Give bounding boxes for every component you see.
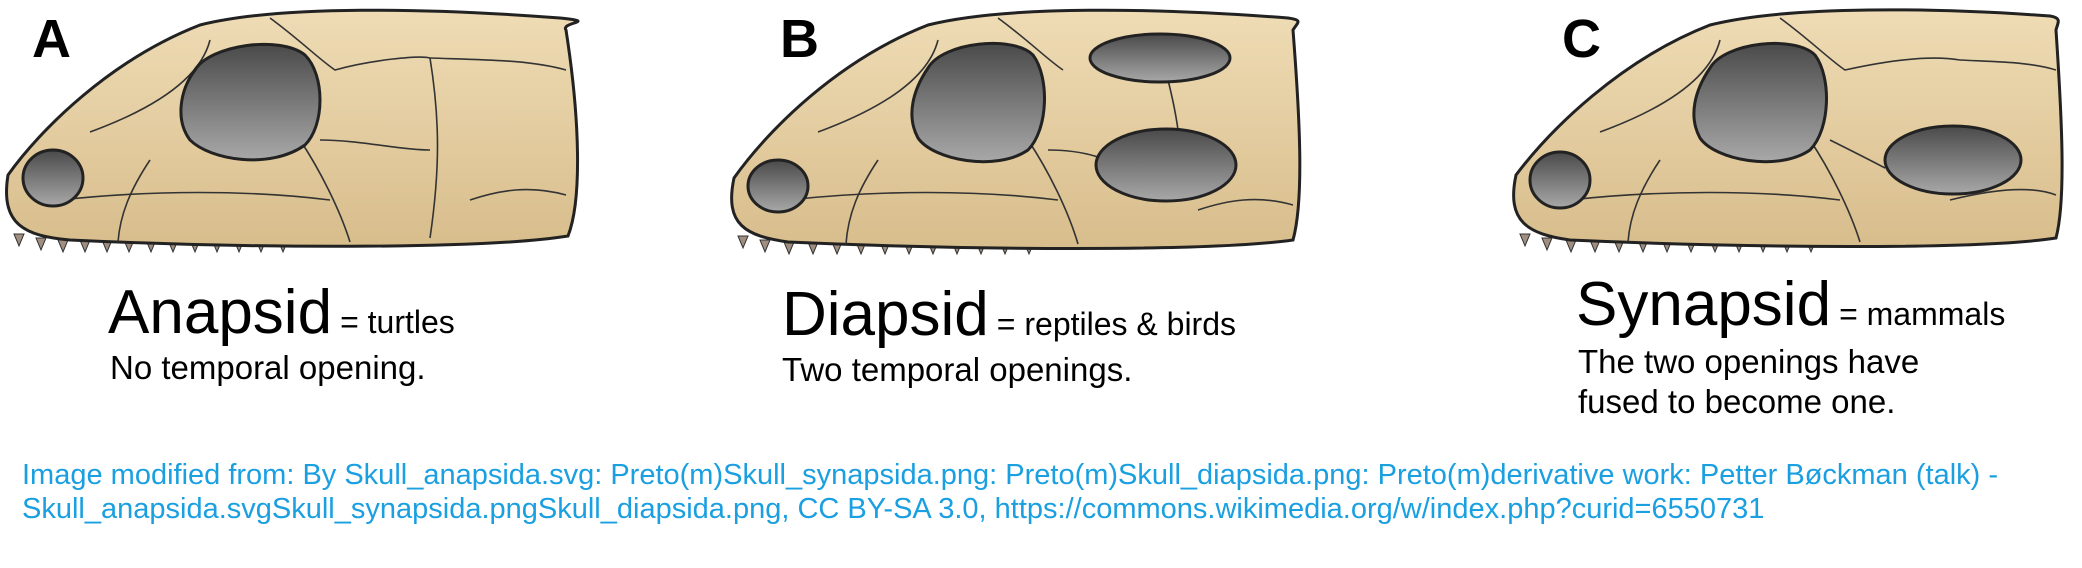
synapsid-skull-illustration	[1512, 8, 2064, 254]
group-name: Synapsid	[1576, 270, 1832, 339]
description-line: The two openings have	[1578, 343, 1920, 380]
description-line: No temporal opening.	[110, 349, 426, 386]
nasal-opening	[1528, 150, 1592, 210]
panel-letter: A	[32, 9, 71, 69]
panel-letter: C	[1562, 9, 1601, 69]
nasal-opening	[21, 148, 85, 208]
group-equivalent: = reptiles & birds	[996, 306, 1236, 342]
group-equivalent: = turtles	[340, 304, 455, 340]
skull-sutures	[59, 17, 567, 243]
panel-title: Anapsid= turtles	[108, 282, 455, 344]
anapsid-skull-illustration	[5, 8, 580, 254]
fused-temporal-opening	[1883, 124, 2023, 196]
description-line: fused to become one.	[1578, 383, 1896, 420]
panel-title: Synapsid= mammals	[1576, 274, 2005, 336]
panel-synapsid: C Synapsid= mammals The two openings hav…	[1510, 0, 2082, 430]
panel-anapsid: A Anapsid= turtles No temporal opening.	[0, 0, 700, 430]
skull-sutures	[1569, 17, 2057, 243]
panel-description: Two temporal openings.	[782, 350, 1132, 390]
diapsid-skull-illustration	[730, 8, 1302, 256]
panel-description: The two openings have fused to become on…	[1578, 342, 1919, 422]
description-line: Two temporal openings.	[782, 351, 1133, 388]
group-equivalent: = mammals	[1839, 296, 2006, 332]
group-name: Anapsid	[108, 278, 333, 347]
group-name: Diapsid	[782, 280, 989, 349]
orbit-opening	[910, 41, 1046, 164]
panel-description: No temporal opening.	[110, 348, 426, 388]
image-credit: Image modified from: By Skull_anapsida.s…	[22, 459, 1999, 525]
panel-title: Diapsid= reptiles & birds	[782, 284, 1236, 346]
nasal-opening	[746, 158, 810, 214]
lower-temporal-opening	[1094, 127, 1238, 203]
panel-letter: B	[780, 9, 819, 69]
orbit-opening	[179, 42, 322, 162]
upper-temporal-opening	[1088, 32, 1232, 84]
orbit-opening	[1692, 41, 1828, 164]
panel-diapsid: B Diapsid= reptiles & birds Two temporal…	[728, 0, 1428, 430]
